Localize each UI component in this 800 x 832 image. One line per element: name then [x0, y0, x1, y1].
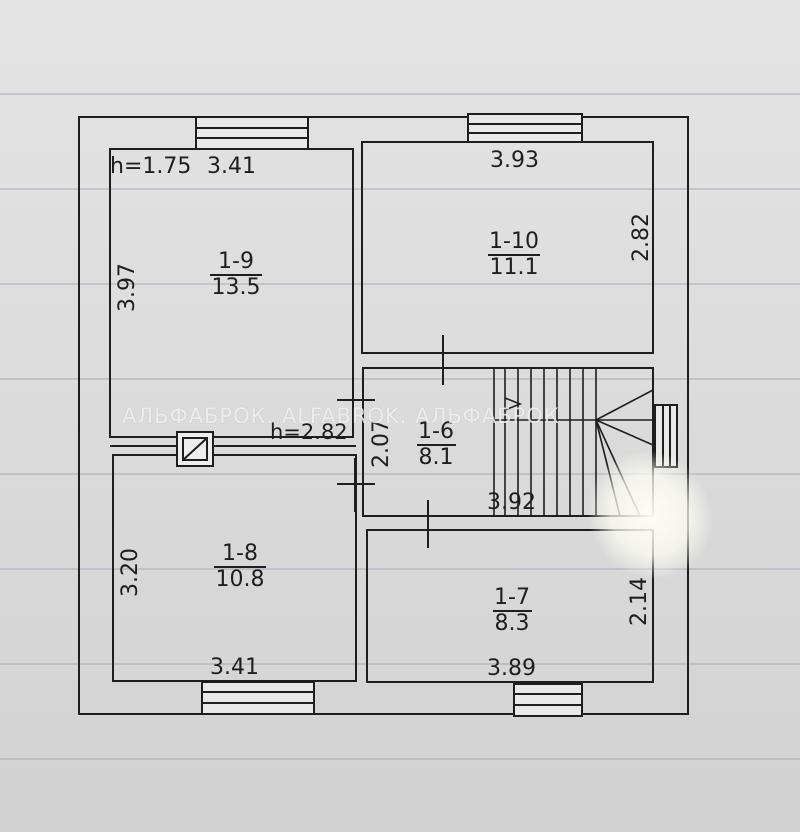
- ventilation-shaft: [176, 431, 214, 467]
- room-1-6-width: 3.92: [487, 490, 536, 515]
- room-1-6-label: 1-6 8.1: [396, 420, 476, 470]
- room-1-8-label: 1-8 10.8: [200, 542, 280, 592]
- room-1-7-width: 3.89: [487, 656, 536, 681]
- watermark: АЛЬФАБРОК. ALFABROK. АЛЬФАБРОК: [122, 404, 560, 428]
- room-number: 1-6: [418, 419, 454, 444]
- door-1-8: [337, 458, 375, 512]
- room-1-7-label: 1-7 8.3: [472, 586, 552, 636]
- room-1-9-depth: 3.97: [115, 263, 140, 312]
- room-area: 8.1: [416, 444, 456, 470]
- room-1-10-width: 3.93: [490, 148, 539, 173]
- door-1-10: [410, 335, 470, 385]
- ceiling-height-label: h=1.75: [110, 154, 192, 179]
- room-1-10-depth: 2.82: [629, 213, 654, 262]
- room-1-9-label: 1-9 13.5: [196, 250, 276, 300]
- room-1-8-depth: 3.20: [118, 548, 143, 597]
- room-1-7-outline: [366, 529, 654, 683]
- room-area: 13.5: [209, 274, 263, 300]
- room-area: 10.8: [213, 566, 267, 592]
- door-1-9: [337, 375, 375, 430]
- door-1-7: [400, 500, 460, 548]
- room-area: 8.3: [492, 610, 532, 636]
- room-area: 11.1: [487, 254, 541, 280]
- window-bottom-left: [201, 681, 315, 715]
- room-1-9-width: 3.41: [207, 154, 256, 179]
- window-top-right: [467, 113, 583, 143]
- room-1-10-label: 1-10 11.1: [474, 230, 554, 280]
- room-number: 1-10: [489, 229, 539, 254]
- outer-wall: [78, 116, 689, 715]
- room-number: 1-7: [494, 585, 530, 610]
- room-number: 1-8: [222, 541, 258, 566]
- hall-height-label: h=2.82: [270, 420, 348, 444]
- room-1-8-width: 3.41: [210, 655, 259, 680]
- room-number: 1-9: [218, 249, 254, 274]
- window-bottom-right: [513, 683, 583, 717]
- window-top-left: [195, 116, 309, 150]
